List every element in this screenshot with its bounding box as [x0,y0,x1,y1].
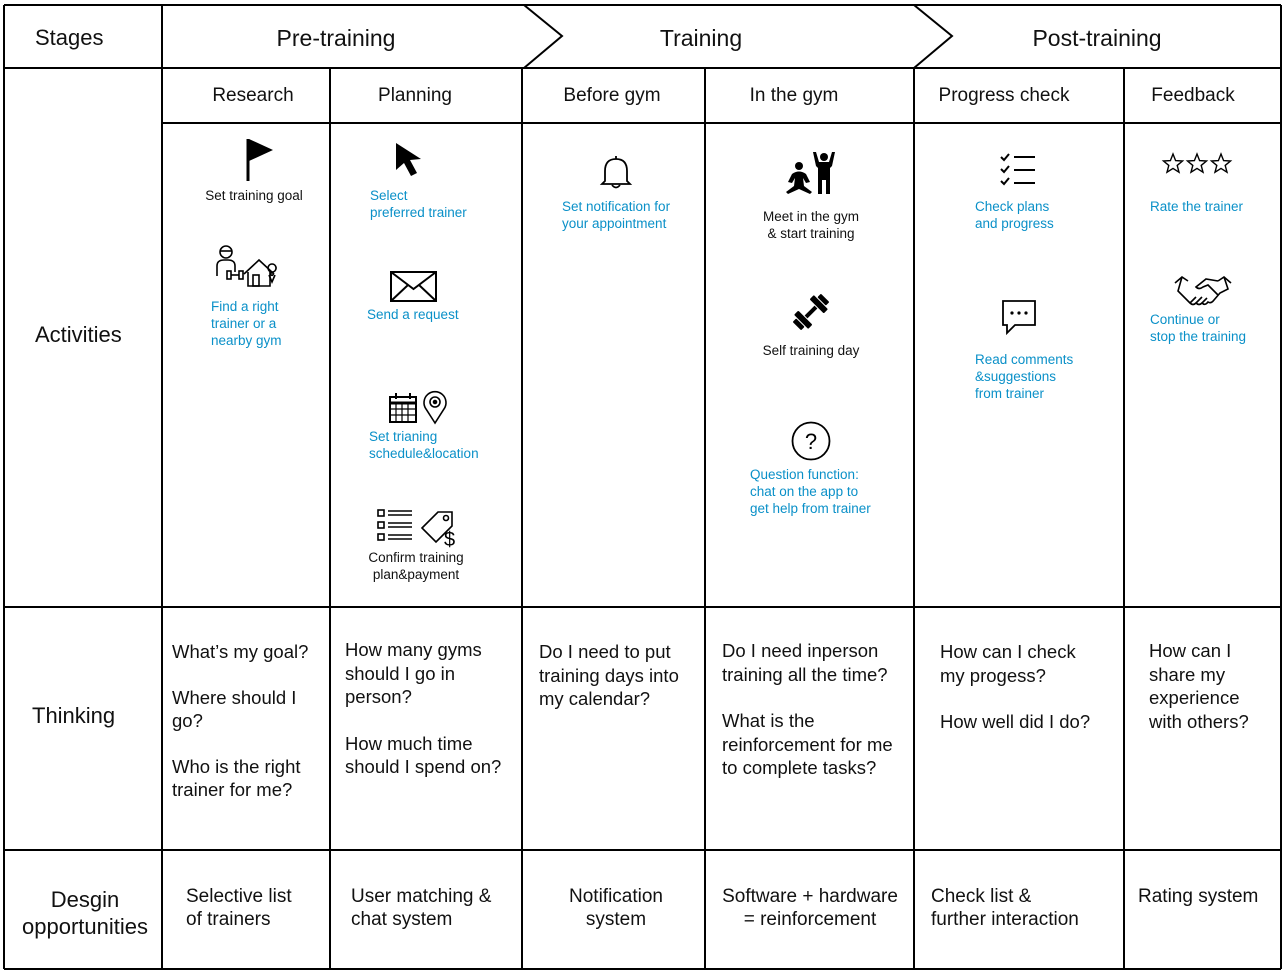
thinking-planning-1: How many gyms should I go in person? [345,639,482,707]
opportunity-planning: User matching & chat system [351,886,492,930]
column-before-gym: Before gym [563,85,661,106]
row-header-thinking: Thinking [32,703,116,728]
bell-icon [599,156,633,189]
stars-icon [1161,152,1233,174]
activity-continue-or-stop[interactable]: Continue or stop the training [1150,312,1247,344]
checklist-icon [377,509,412,541]
list-check-icon [1000,153,1035,186]
question-icon: ? [791,421,831,461]
column-progress-check: Progress check [938,85,1070,106]
thinking-research-2: Where should I go? [172,686,297,732]
thinking-progress-1: How can I check my progess? [940,641,1076,686]
thinking-planning-2: How much time should I spend on? [345,732,502,778]
price-tag-icon: $ [420,511,455,551]
thinking-research-1: What’s my goal? [172,641,309,662]
row-header-stages: Stages [35,25,104,50]
activity-confirm-plan-payment: Confirm training plan&payment [368,550,464,582]
activity-self-training-day: Self training day [762,343,860,358]
thinking-progress: How can I check my progess? How well did… [940,640,1120,734]
activity-find-trainer-or-gym[interactable]: Find a right trainer or a nearby gym [211,299,282,348]
trainer-home-icon [216,245,277,287]
thinking-before-gym: Do I need to put training days into my c… [539,640,704,711]
activity-set-notification[interactable]: Set notification for your appointment [562,199,671,231]
activity-check-plans-progress[interactable]: Check plans and progress [975,199,1054,231]
thinking-in-gym: Do I need inperson training all the time… [722,639,912,780]
thinking-feedback: How can I share my experience with other… [1149,639,1277,733]
chat-icon [1002,300,1036,336]
activity-select-trainer[interactable]: Select preferred trainer [370,188,467,220]
thinking-research: What’s my goal? Where should I go? Who i… [172,640,327,802]
column-planning: Planning [378,85,452,106]
activity-rate-trainer[interactable]: Rate the trainer [1150,199,1244,214]
activity-meet-in-gym: Meet in the gym & start training [762,209,860,241]
cursor-icon [396,143,421,176]
activity-set-schedule-location[interactable]: Set trianing schedule&location [369,429,479,461]
envelope-icon [390,271,437,302]
thinking-progress-2: How well did I do? [940,711,1091,732]
thinking-in-gym-2: What is the reinforcement for me to comp… [722,710,893,778]
opportunity-research: Selective list of trainers [186,886,292,930]
row-header-design-opportunities: Desgin opportunities [22,887,148,939]
thinking-feedback-1: How can I share my experience with other… [1149,640,1249,732]
activity-set-training-goal: Set training goal [205,188,303,203]
activity-question-function[interactable]: Question function: chat on the app to ge… [750,467,871,516]
column-research: Research [212,85,294,106]
opportunity-feedback: Rating system [1138,886,1259,907]
calendar-icon [389,393,417,423]
svg-text:?: ? [805,429,817,454]
location-pin-icon [423,390,447,425]
stage-pre-training: Pre-training [276,25,396,51]
opportunity-progress: Check list & further interaction [931,886,1079,930]
trainer-person-icon [786,152,835,194]
row-header-activities: Activities [35,322,122,347]
stage-training: Training [659,25,743,51]
thinking-planning: How many gyms should I go in person? How… [345,638,520,779]
opportunity-before-gym: Notification system [569,886,663,930]
thinking-before-gym-1: Do I need to put training days into my c… [539,641,679,709]
activity-read-comments[interactable]: Read comments &suggestions from trainer [975,352,1074,401]
column-in-the-gym: In the gym [749,85,839,106]
opportunity-in-gym: Software + hardware = reinforcement [722,886,898,930]
thinking-research-3: Who is the right trainer for me? [172,755,301,801]
dumbbell-icon [793,294,829,330]
column-feedback: Feedback [1151,85,1235,106]
stage-post-training: Post-training [1032,25,1162,51]
svg-text:$: $ [444,529,455,551]
flag-icon [246,139,273,181]
activity-send-request[interactable]: Send a request [367,307,459,322]
thinking-in-gym-1: Do I need inperson training all the time… [722,640,888,685]
handshake-icon [1174,275,1232,306]
